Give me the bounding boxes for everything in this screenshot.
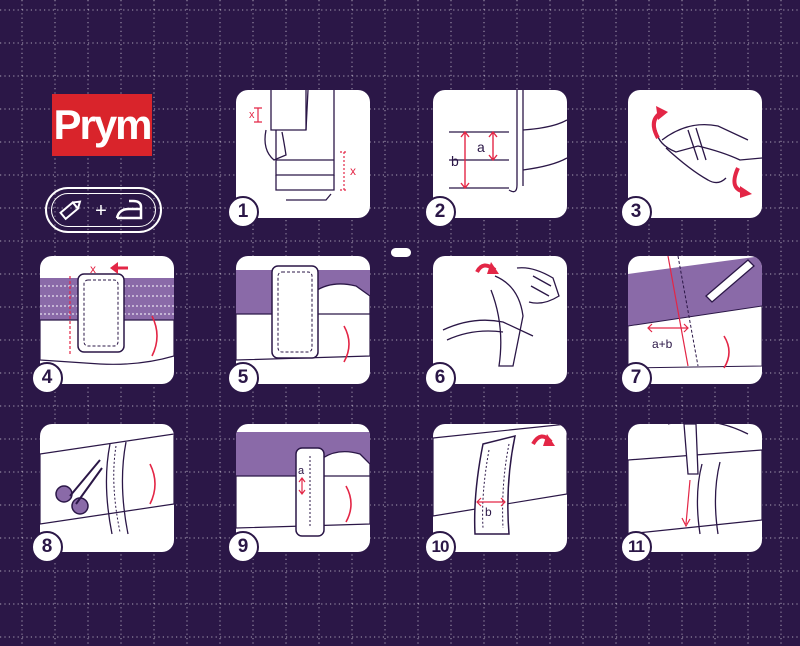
step-panel-10: b bbox=[433, 424, 567, 552]
pencil-icon bbox=[59, 200, 82, 221]
step-panel-8 bbox=[40, 424, 174, 552]
svg-text:a+b: a+b bbox=[652, 337, 673, 351]
step-panel-7: a+b bbox=[628, 256, 762, 384]
iron-icon bbox=[115, 199, 143, 220]
step-panel-11 bbox=[628, 424, 762, 552]
step-number-5: 5 bbox=[227, 362, 259, 394]
step-number-8: 8 bbox=[31, 531, 63, 563]
step-panel-4: x bbox=[40, 256, 174, 384]
svg-text:x: x bbox=[249, 109, 255, 121]
step-number-2: 2 bbox=[424, 196, 456, 228]
prym-logo: Prym bbox=[52, 94, 153, 156]
step-number-11: 11 bbox=[620, 531, 652, 563]
plus-icon: + bbox=[95, 200, 107, 222]
step-number-7: 7 bbox=[620, 362, 652, 394]
svg-text:x: x bbox=[90, 262, 96, 276]
svg-text:b: b bbox=[451, 153, 459, 169]
tools-badge: + bbox=[45, 187, 162, 233]
step-number-6: 6 bbox=[424, 362, 456, 394]
svg-text:b: b bbox=[485, 505, 492, 519]
step-number-1: 1 bbox=[227, 196, 259, 228]
step-number-4: 4 bbox=[31, 362, 63, 394]
step-panel-5 bbox=[236, 256, 370, 384]
svg-text:a: a bbox=[477, 139, 485, 155]
step-number-10: 10 bbox=[424, 531, 456, 563]
svg-text:x: x bbox=[350, 164, 356, 178]
sheet-marker bbox=[391, 248, 411, 257]
step-panel-3 bbox=[628, 90, 762, 218]
step-panel-6 bbox=[433, 256, 567, 384]
step-panel-1: x x bbox=[236, 90, 370, 218]
step-panel-9: a bbox=[236, 424, 370, 552]
step-number-3: 3 bbox=[620, 196, 652, 228]
svg-text:a: a bbox=[298, 465, 305, 477]
step-panel-2: b a bbox=[433, 90, 567, 218]
step-number-9: 9 bbox=[227, 531, 259, 563]
